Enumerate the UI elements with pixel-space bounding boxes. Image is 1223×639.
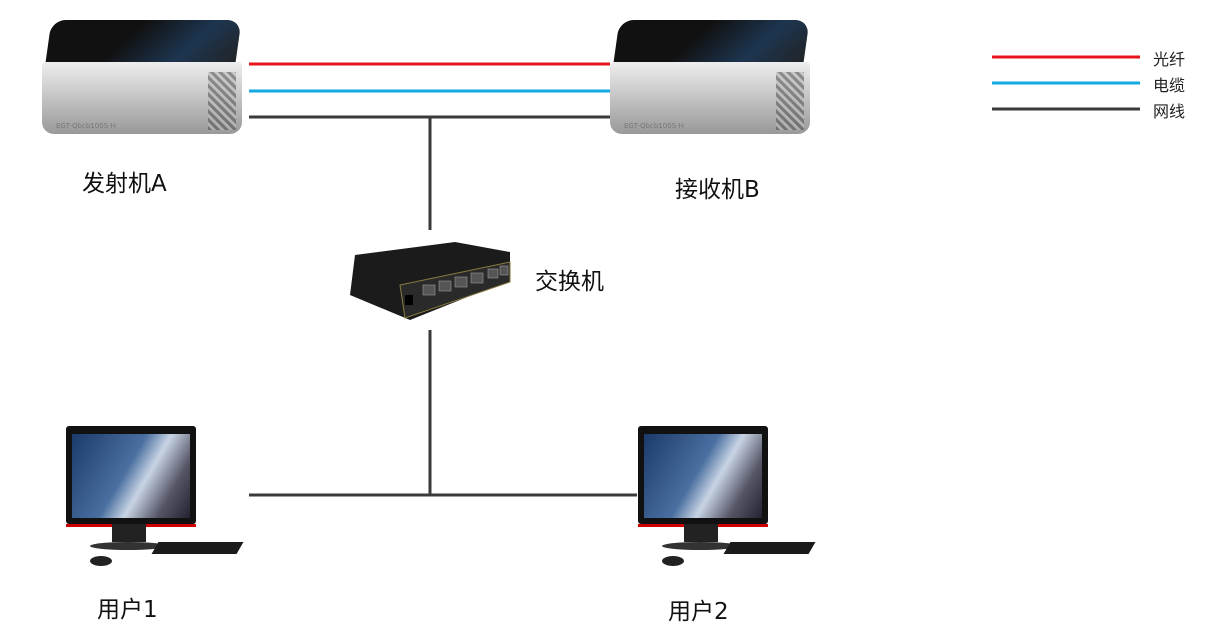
device-model-text: EGT-Qbcb100S-H [624,122,684,130]
user1-computer-image [60,422,245,572]
receiver-device-image: EGT-Qbcb100S-H [610,20,810,135]
transmitter-device-image: EGT-Qbcb100S-H [42,20,242,135]
legend-label-cable: 电缆 [1153,76,1186,95]
switch-label: 交换机 [535,269,604,295]
user2-label: 用户2 [668,599,729,625]
switch-device-image [350,242,511,320]
user2-computer-image [632,422,817,572]
user1-label: 用户1 [97,597,158,623]
transmitter-label: 发射机A [82,171,167,197]
device-model-text: EGT-Qbcb100S-H [56,122,116,130]
legend-label-network: 网线 [1153,102,1186,121]
receiver-label: 接收机B [675,177,760,203]
legend-label-fiber: 光纤 [1153,50,1186,69]
